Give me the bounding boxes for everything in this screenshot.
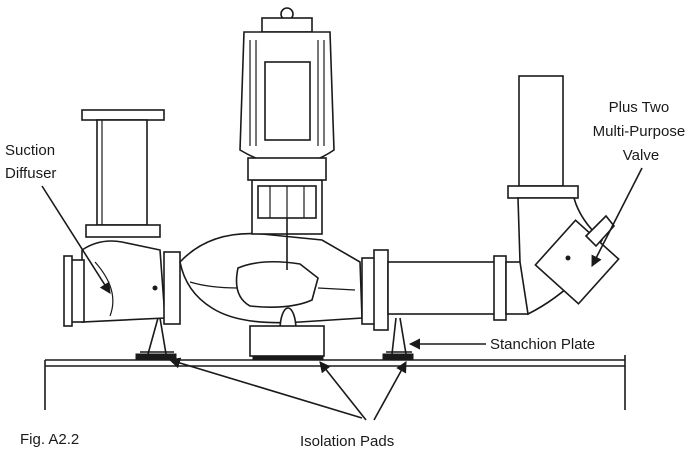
isolation-pad-right [382,353,414,361]
suction-diffuser-leader [41,185,111,294]
stanchion-right [386,317,412,355]
motor [239,7,335,181]
isolation-pad-leader-right [373,361,407,421]
motor-coupling-guard [251,179,323,270]
isolation-pad-leader-left [168,357,363,419]
discharge-pipe [361,249,529,331]
suction-diffuser-label: Suction Diffuser [5,142,59,182]
valve-label: Plus Two Multi-Purpose Valve [593,99,690,164]
isolation-pad-left [135,353,177,361]
valve-leader [591,167,643,267]
isolation-pads-label: Isolation Pads [300,433,394,450]
stanchion-plate-label: Stanchion Plate [490,336,595,353]
pump-casing [179,232,363,357]
figure-caption: Fig. A2.2 [20,431,79,448]
stanchion-left [140,317,174,355]
suction-diffuser [63,240,181,327]
isolation-pad-leader-center [319,361,367,421]
multi-purpose-valve [507,75,620,316]
base-platform [44,355,626,410]
suction-inlet-pipe [81,109,165,238]
